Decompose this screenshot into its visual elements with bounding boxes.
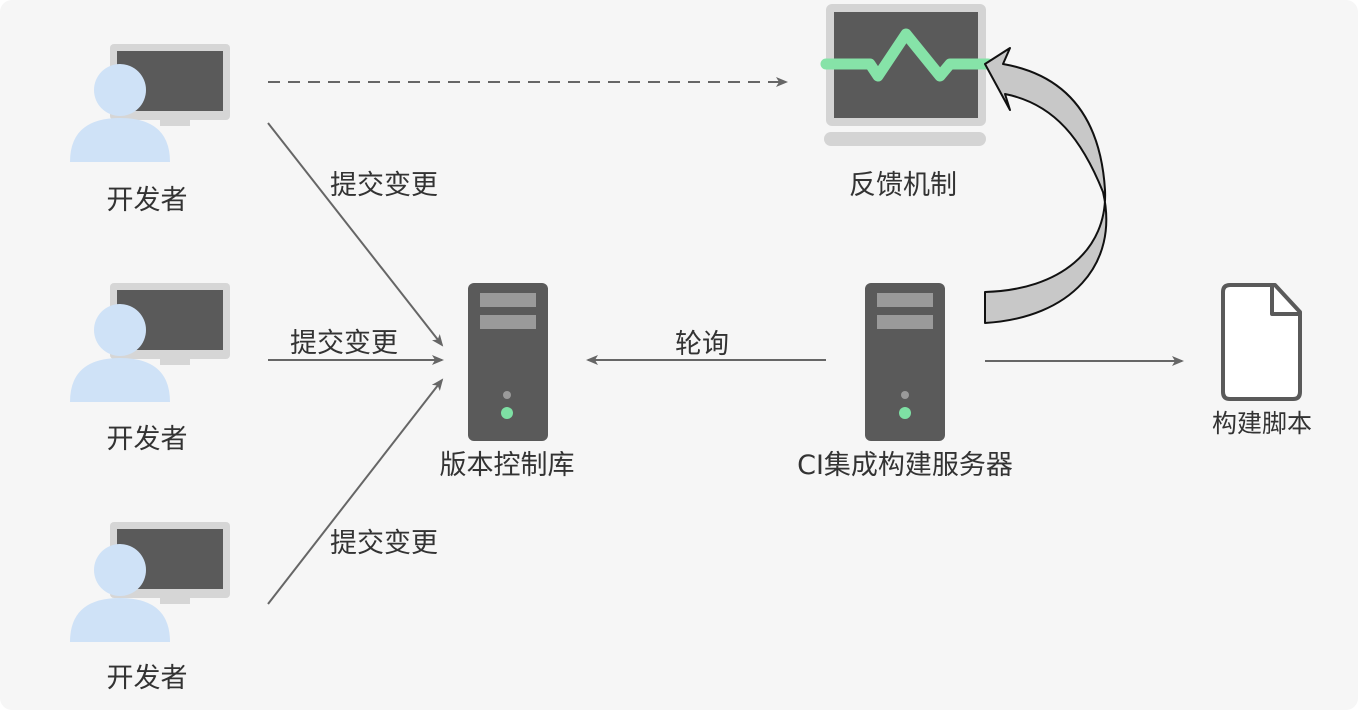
developer-label: 开发者	[106, 185, 188, 216]
commit-label-bottom: 提交变更	[330, 528, 438, 559]
developer-icon	[70, 522, 230, 642]
ci-server-icon	[865, 283, 945, 441]
commit-label-middle: 提交变更	[290, 328, 398, 359]
developer-icon	[70, 44, 230, 162]
build-script-label: 构建脚本	[1211, 409, 1313, 438]
developer-icon	[70, 283, 230, 402]
vcs-label: 版本控制库	[439, 450, 575, 481]
poll-label: 轮询	[675, 329, 729, 360]
commit-arrow-bottom	[267, 378, 444, 605]
commit-label-top: 提交变更	[330, 170, 438, 201]
feedback-curved-arrow	[984, 47, 1108, 324]
feedback-monitor-icon	[820, 4, 994, 146]
commit-arrow-top	[267, 122, 444, 347]
document-icon	[1221, 283, 1302, 401]
ci-server-label: CI集成构建服务器	[797, 450, 1013, 481]
developer-label: 开发者	[106, 424, 188, 455]
vcs-server-icon	[468, 283, 548, 441]
developer-label: 开发者	[106, 663, 188, 694]
feedback-label: 反馈机制	[849, 170, 957, 201]
